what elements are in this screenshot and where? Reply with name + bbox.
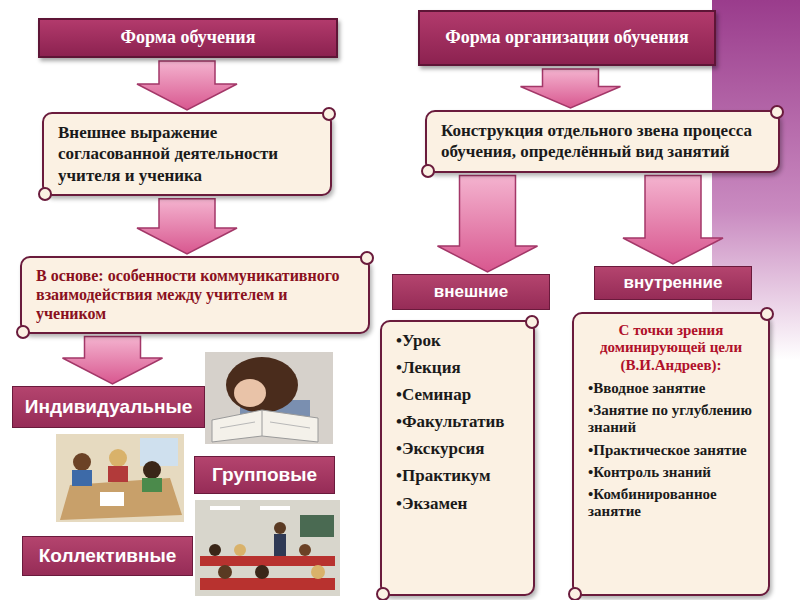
list-item: •Экскурсия: [396, 438, 519, 460]
photo-head: [311, 565, 325, 579]
scroll-curl: [375, 586, 391, 600]
photo-ceiling-light: [260, 506, 290, 510]
photo-board: [300, 515, 334, 537]
list-item: •Комбинированное занятие: [588, 486, 754, 521]
category-box: внешние: [392, 274, 550, 310]
scroll-curl: [321, 106, 337, 122]
block-arrow: [63, 337, 163, 384]
scroll-curl-ring: [323, 108, 335, 120]
photo-body: [108, 466, 128, 482]
scroll-box: Внешнее выражение согласованной деятельн…: [42, 112, 332, 196]
list-item: •Практическое занятие: [588, 442, 754, 459]
photo-body: [274, 534, 286, 556]
photo-classroom: [195, 500, 340, 596]
list-item: •Урок: [396, 330, 519, 352]
photo-head: [109, 449, 127, 467]
photo-head: [218, 565, 232, 579]
photo-chairs: [200, 578, 335, 590]
photo-ground: [205, 352, 333, 444]
scroll-curl-ring: [361, 252, 373, 264]
scroll-curl: [769, 104, 785, 120]
box-text: Форма обучения: [121, 27, 256, 49]
photo-ground: [56, 434, 184, 522]
scroll-curl-ring: [761, 308, 773, 320]
list-heading: С точки зрения доминирующей цели (В.И.Ан…: [588, 322, 754, 374]
box-text: внутренние: [624, 273, 723, 293]
block-arrow: [438, 176, 538, 273]
scroll-curl: [37, 186, 53, 202]
photo-face: [234, 379, 266, 407]
photo-body: [72, 470, 92, 486]
box-text: В основе: особенности коммуникативного в…: [36, 266, 354, 324]
scroll-curl: [759, 306, 775, 322]
box-text: внешние: [434, 282, 509, 302]
photo-body: [142, 478, 162, 492]
box-text: Внешнее выражение согласованной деятельн…: [58, 122, 316, 186]
scroll-box: В основе: особенности коммуникативного в…: [20, 256, 370, 334]
photo-head: [274, 522, 286, 534]
photo-hair: [226, 357, 298, 413]
photo-head: [255, 565, 269, 579]
form-box: Индивидуальные: [12, 386, 205, 428]
scroll-curl-ring: [569, 588, 581, 600]
photo-ground: [195, 500, 340, 596]
block-arrow: [137, 199, 237, 254]
photo-head: [73, 453, 91, 471]
list-item: •Лекция: [396, 357, 519, 379]
heading-box: Форма организации обучения: [418, 10, 716, 66]
photo-head: [143, 461, 161, 479]
form-box: Групповые: [194, 456, 335, 494]
scroll-curl-ring: [526, 316, 538, 328]
list-item: •Семинар: [396, 384, 519, 406]
list-item: •Занятие по углублению знаний: [588, 402, 754, 437]
scroll-curl: [524, 314, 540, 330]
box-text: Конструкция отдельного звена процесса об…: [441, 120, 764, 163]
scroll-curl-ring: [17, 326, 29, 338]
block-arrow: [623, 176, 723, 265]
scroll-box: Конструкция отдельного звена процесса об…: [425, 110, 780, 173]
block-arrow: [137, 61, 237, 110]
photo-book: [212, 410, 318, 442]
list-scroll: С точки зрения доминирующей цели (В.И.Ан…: [572, 312, 770, 596]
photo-head: [234, 544, 246, 556]
list-item: •Практикум: [396, 465, 519, 487]
list-item: •Экзамен: [396, 493, 519, 515]
scroll-curl: [420, 163, 436, 179]
form-box: Коллективные: [22, 536, 193, 576]
scroll-curl: [15, 324, 31, 340]
scroll-curl-ring: [771, 106, 783, 118]
block-arrow: [521, 69, 621, 108]
photo-book-line: [220, 422, 255, 428]
scroll-curl-ring: [422, 165, 434, 177]
photo-window: [140, 438, 178, 466]
list-item: •Вводное занятие: [588, 380, 754, 397]
scroll-curl: [359, 250, 375, 266]
category-box: внутренние: [594, 266, 752, 300]
scroll-curl-ring: [377, 588, 389, 600]
scroll-curl-ring: [39, 188, 51, 200]
scroll-curl: [567, 586, 583, 600]
list-item: •Контроль знаний: [588, 464, 754, 481]
photo-book-spine: [262, 410, 263, 436]
box-text: Индивидуальные: [25, 396, 192, 419]
box-text: Форма организации обучения: [445, 27, 689, 49]
photo-group-work: [56, 434, 184, 522]
photo-ceiling-light: [210, 506, 240, 510]
list-scroll: •Урок •Лекция •Семинар •Факультатив •Экскурс…: [380, 320, 535, 596]
box-text: Коллективные: [39, 545, 177, 568]
list-item: •Факультатив: [396, 411, 519, 433]
photo-book-line: [270, 422, 310, 428]
photo-head: [299, 544, 311, 556]
photo-chairs: [200, 556, 335, 566]
photo-head: [209, 544, 221, 556]
photo-paper: [100, 492, 124, 506]
box-text: Групповые: [212, 464, 317, 487]
photo-reading: [205, 352, 333, 444]
heading-box: Форма обучения: [38, 18, 338, 58]
